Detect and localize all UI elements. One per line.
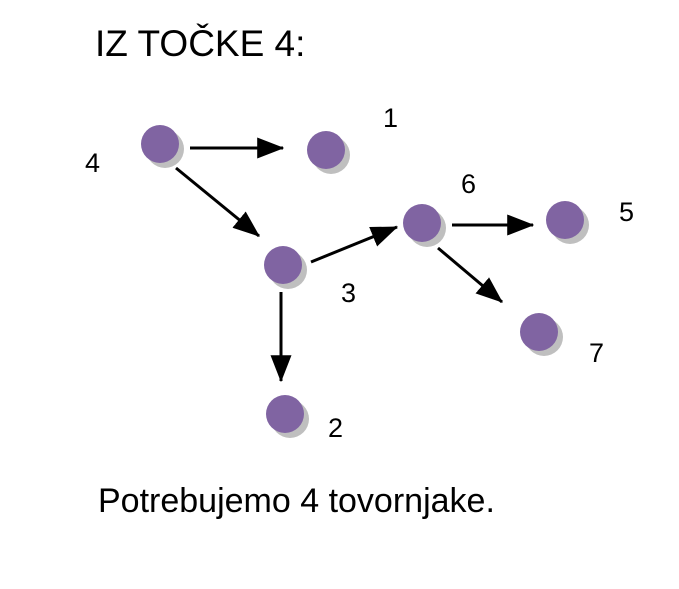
node-circle-5[interactable] (546, 201, 584, 239)
node-1[interactable] (307, 131, 350, 174)
node-circle-1[interactable] (307, 131, 345, 169)
node-7[interactable] (520, 313, 563, 356)
node-4[interactable] (141, 125, 184, 168)
node-5[interactable] (546, 201, 589, 244)
node-3[interactable] (264, 246, 307, 289)
node-label-5: 5 (619, 197, 635, 227)
node-layer (141, 125, 589, 438)
edge-arrow-3-to-6 (310, 225, 399, 264)
node-circle-4[interactable] (141, 125, 179, 163)
page-title: IZ TOČKE 4: (95, 23, 306, 64)
node-circle-6[interactable] (403, 204, 441, 242)
node-label-4: 4 (85, 148, 101, 178)
node-label-1: 1 (383, 103, 399, 133)
edge-arrow-4-to-3 (175, 166, 260, 238)
caption-text: Potrebujemo 4 tovornjake. (98, 482, 495, 520)
edge-arrow-6-to-7 (437, 246, 503, 304)
node-label-7: 7 (589, 338, 605, 368)
node-circle-7[interactable] (520, 313, 558, 351)
node-label-3: 3 (341, 278, 357, 308)
node-circle-3[interactable] (264, 246, 302, 284)
node-label-6: 6 (461, 169, 477, 199)
node-6[interactable] (403, 204, 446, 247)
node-circle-2[interactable] (266, 395, 304, 433)
node-2[interactable] (266, 395, 309, 438)
edge-layer (175, 137, 535, 383)
node-label-2: 2 (328, 413, 344, 443)
